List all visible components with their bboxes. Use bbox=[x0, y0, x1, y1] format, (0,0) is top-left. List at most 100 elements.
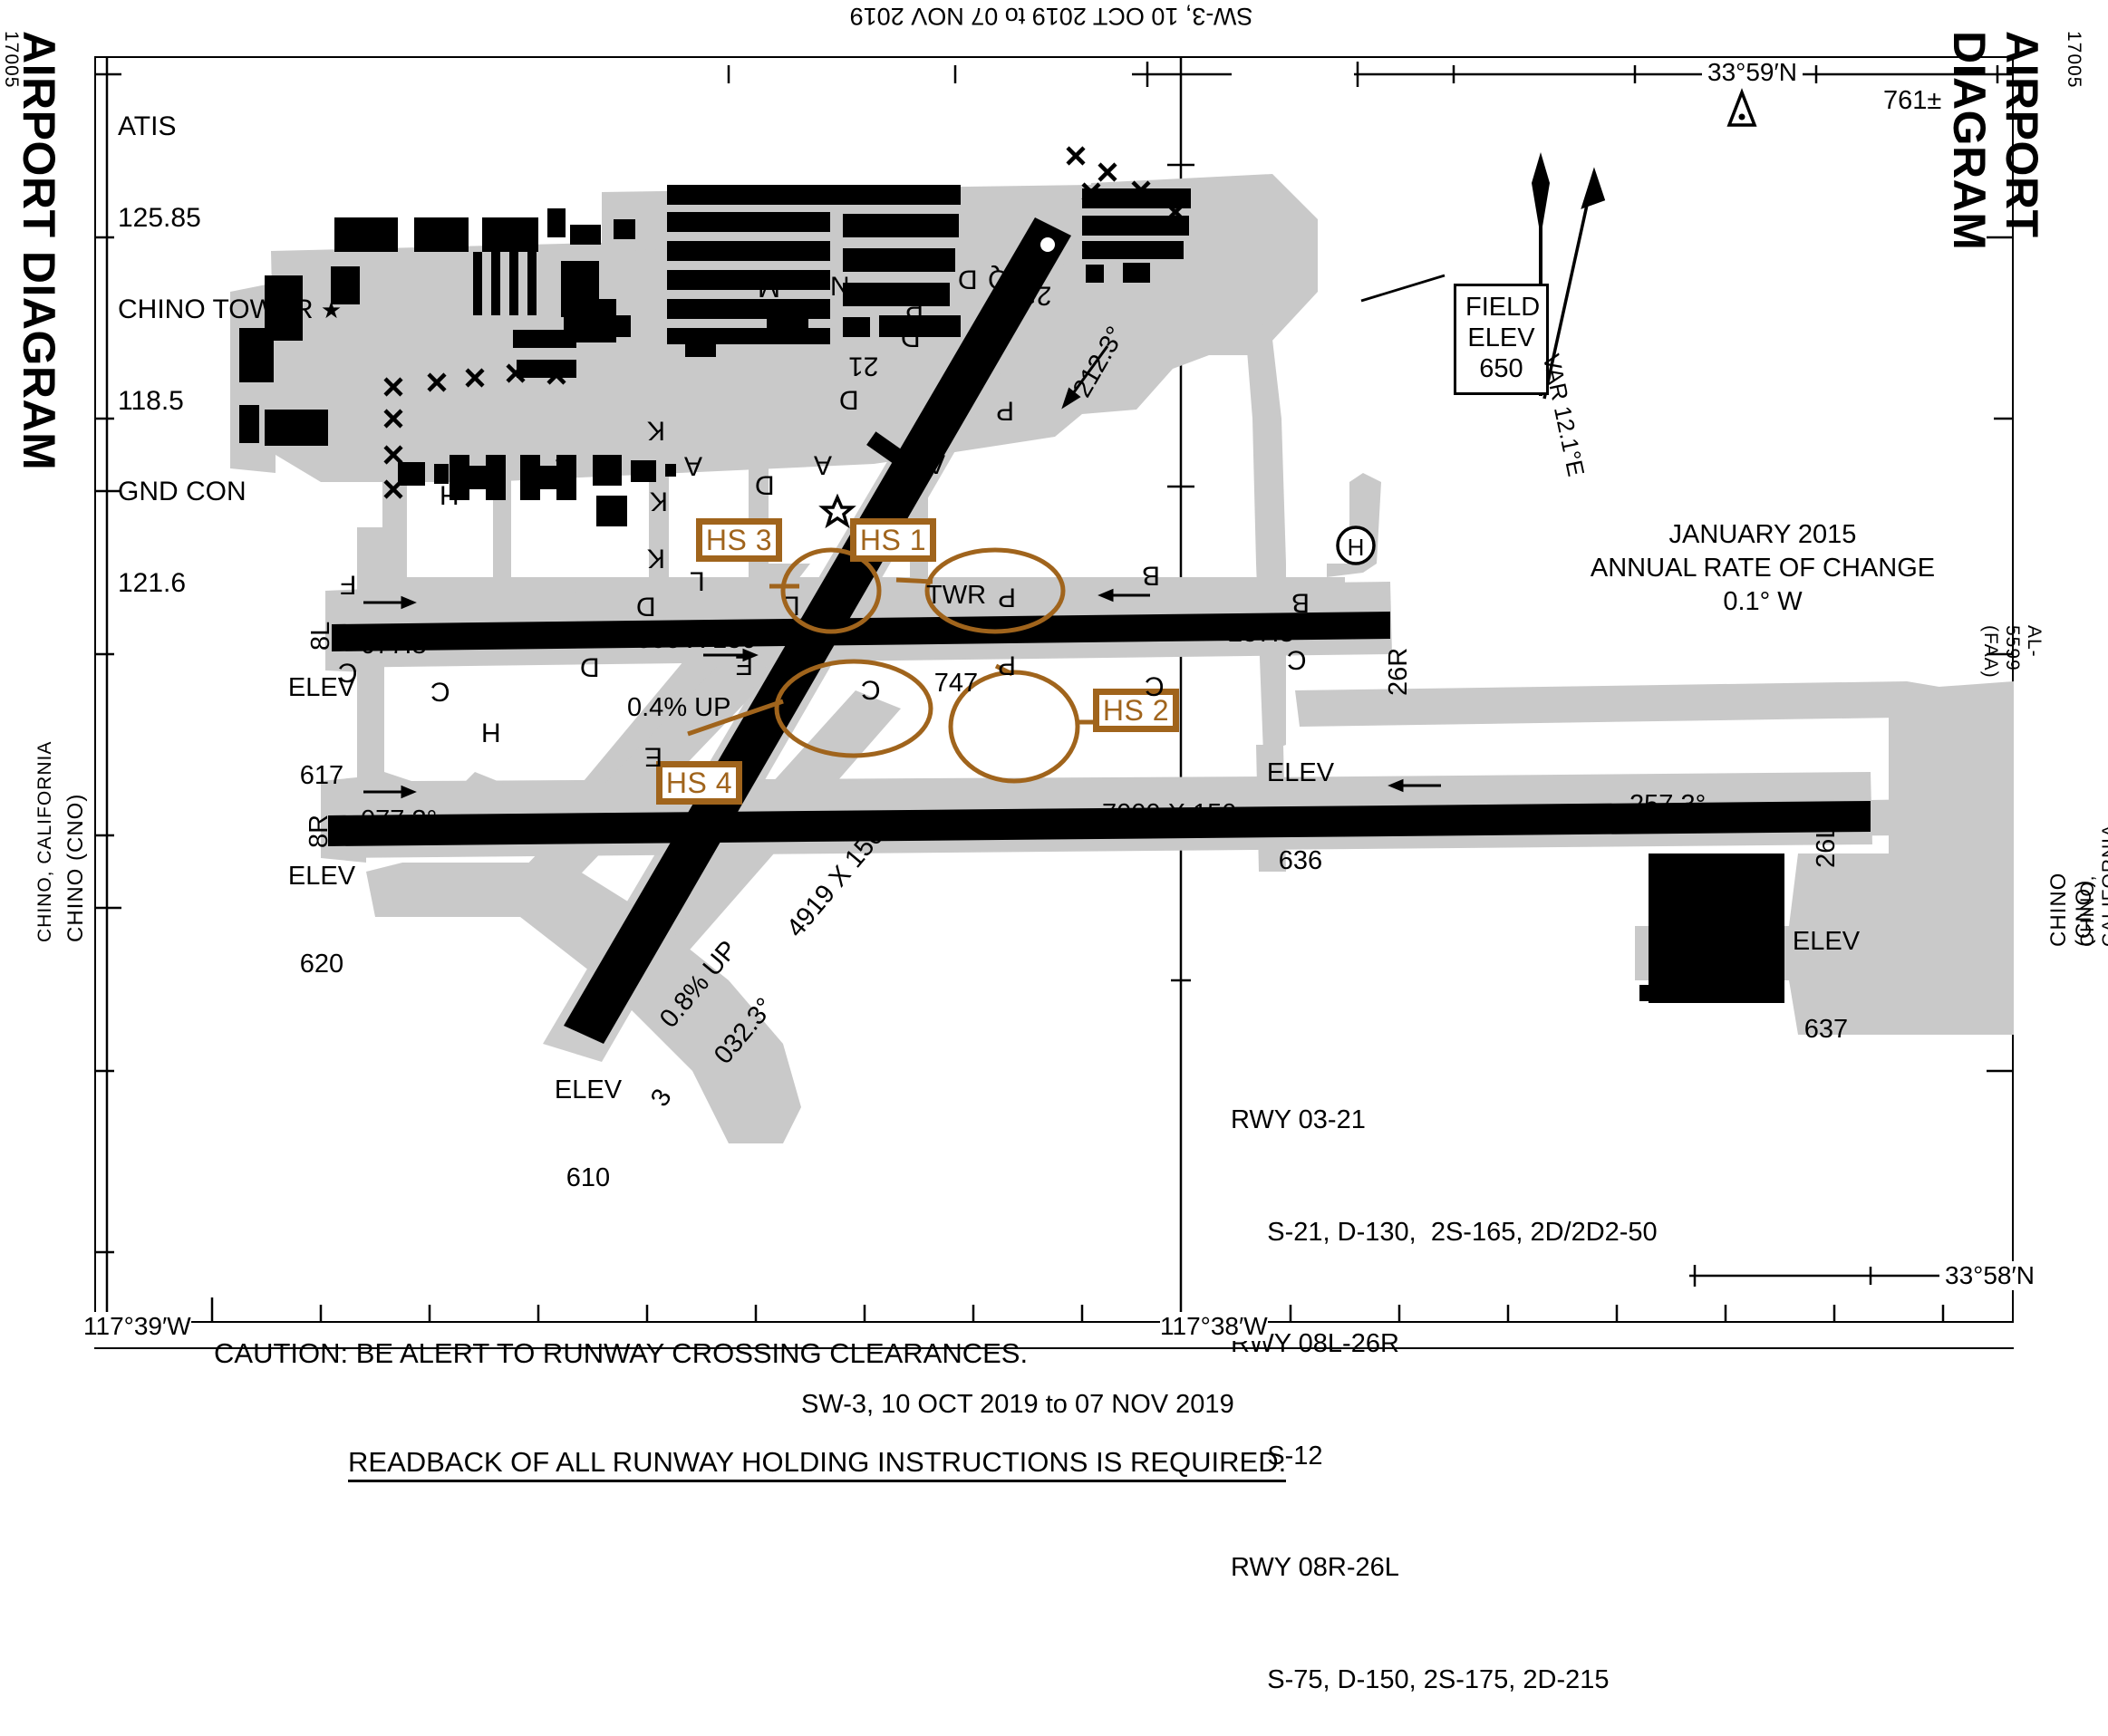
field-elev-value: 650 bbox=[1479, 354, 1523, 384]
taxiway-label-a: A bbox=[556, 453, 575, 484]
taxiway-label-k: K bbox=[650, 486, 669, 516]
graticule bbox=[94, 56, 2014, 1323]
page-title-left: AIRPORT DIAGRAM bbox=[14, 31, 64, 471]
hotspot-1-leader bbox=[895, 577, 933, 584]
taxiway-label-b: B bbox=[1291, 587, 1310, 618]
taxiway-label-l: L bbox=[690, 565, 705, 596]
gnd-con-frequency: 121.6 bbox=[118, 568, 187, 599]
elev-08L: ELEV 617 bbox=[272, 614, 372, 820]
city-state-right: CHINO, CALIFORNIA bbox=[2077, 823, 2108, 947]
chart-border-bottom bbox=[94, 1347, 2014, 1349]
taxiway-label-p: P bbox=[998, 582, 1017, 612]
taxiway-label-p: P bbox=[905, 293, 924, 323]
gnd-con-label: GND CON bbox=[118, 477, 247, 507]
runway-08L-26R bbox=[332, 612, 1390, 651]
hotspot-1-label[interactable]: HS 1 bbox=[850, 518, 936, 562]
field-elev-leader bbox=[1360, 274, 1446, 303]
taxiway-label-e: E bbox=[735, 650, 754, 680]
strength-line-4: S-12 bbox=[1231, 1441, 1323, 1471]
mag-rate-label: ANNUAL RATE OF CHANGE bbox=[1590, 554, 1936, 583]
taxiway-label-f: F bbox=[340, 569, 357, 600]
taxiway-label-c: C bbox=[1145, 670, 1165, 701]
runway-21-threshold-marker bbox=[1040, 237, 1055, 252]
taxiway-label-c: C bbox=[338, 657, 358, 688]
taxiway-label-h: H bbox=[481, 717, 501, 747]
taxiway-label-m: M bbox=[758, 272, 780, 303]
taxiway-label-p: P bbox=[996, 395, 1015, 426]
taxiway-label-a: A bbox=[927, 448, 946, 479]
bearing-26L: 257.3° bbox=[1629, 790, 1707, 819]
dimensions-08R-26L: 7000 X 150 bbox=[1102, 799, 1237, 828]
atis-label: ATIS bbox=[118, 111, 177, 142]
taxiway-label-a: A bbox=[404, 458, 423, 488]
atis-frequency: 125.85 bbox=[118, 202, 201, 233]
hotspot-3-label[interactable]: HS 3 bbox=[696, 518, 782, 562]
taxiway-label-d: D bbox=[580, 651, 600, 682]
field-elev-line2: ELEV bbox=[1467, 323, 1535, 353]
bearing-26R: 257.3° bbox=[1228, 619, 1305, 648]
longitude-left-label: 117°39′W bbox=[83, 1312, 191, 1341]
taxiway-label-c: C bbox=[430, 676, 450, 707]
twr-elevation: 747 bbox=[933, 669, 979, 699]
strength-line-5: RWY 08R-26L bbox=[1231, 1553, 1399, 1583]
bearing-08R: 077.3° bbox=[361, 805, 438, 834]
control-tower-label: TWR 747 bbox=[906, 522, 1006, 728]
latitude-top-label: 33°59′N bbox=[1702, 58, 1803, 87]
dimensions-08L-26R: 4858 X 150 bbox=[622, 625, 757, 654]
hotspot-2-circle bbox=[948, 670, 1080, 784]
hotspot-4-label[interactable]: HS 4 bbox=[656, 761, 742, 805]
mag-epoch: JANUARY 2015 bbox=[1668, 520, 1857, 549]
strength-line-1: RWY 03-21 bbox=[1231, 1105, 1366, 1135]
buildings bbox=[239, 185, 1784, 1003]
caution-line-1: CAUTION: BE ALERT TO RUNWAY CROSSING CLE… bbox=[214, 1336, 1029, 1369]
taxiway-label-h: H bbox=[440, 479, 459, 510]
field-elevation-box: FIELD ELEV 650 bbox=[1454, 284, 1549, 395]
taxiway-label-k: K bbox=[647, 543, 666, 574]
taxiway-label-a: A bbox=[684, 450, 703, 481]
city-state-left: CHINO, CALIFORNIA bbox=[34, 740, 55, 942]
elev-08R-word: ELEV bbox=[287, 861, 356, 891]
hotspot-4-leader bbox=[687, 699, 784, 737]
elev-03-value: 610 bbox=[566, 1163, 611, 1193]
strength-line-2: S-21, D-130, 2S-165, 2D/2D2-50 bbox=[1231, 1217, 1658, 1247]
elev-08R: ELEV 620 bbox=[272, 803, 372, 1008]
taxiway-label-d: D bbox=[755, 469, 775, 500]
taxiway-label-d: D bbox=[901, 322, 921, 352]
taxiway-label-d: D bbox=[636, 591, 656, 622]
tower-label: CHINO TOWER bbox=[118, 294, 314, 324]
latitude-bottom-label: 33°58′N bbox=[1939, 1261, 2040, 1290]
elev-08L-word: ELEV bbox=[287, 672, 356, 702]
control-tower-symbol bbox=[818, 493, 856, 529]
bearing-08L: 077.3° bbox=[361, 631, 438, 660]
elev-08R-value: 620 bbox=[299, 950, 344, 979]
taxiway-label-a: A bbox=[814, 449, 833, 480]
communications-block: ATIS 125.85 CHINO TOWER ★ 118.5 GND CON … bbox=[118, 51, 342, 629]
taxiway-label-d: D bbox=[839, 384, 859, 415]
longitude-right-label: 117°38′W bbox=[1160, 1312, 1268, 1341]
caution-line-2: READBACK OF ALL RUNWAY HOLDING INSTRUCTI… bbox=[348, 1446, 1287, 1483]
taxiway-label-d: D bbox=[958, 264, 978, 294]
obstruction-elevation: 761± bbox=[1883, 86, 1942, 115]
taxiway-label-q: Q bbox=[988, 264, 1010, 294]
twr-text: TWR bbox=[925, 580, 987, 610]
mag-rate-value: 0.1° W bbox=[1723, 587, 1803, 617]
star-icon: ★ bbox=[320, 295, 343, 323]
magnetic-declination-block: JANUARY 2015 ANNUAL RATE OF CHANGE 0.1° … bbox=[1554, 518, 1971, 619]
hotspot-2-label[interactable]: HS 2 bbox=[1093, 689, 1179, 732]
elev-26L-word: ELEV bbox=[1792, 926, 1861, 956]
taxiway-label-b: B bbox=[1142, 560, 1161, 591]
elev-03: ELEV 610 bbox=[538, 1017, 638, 1222]
taxiway-label-21: 21 bbox=[1021, 280, 1052, 311]
field-elev-line1: FIELD bbox=[1465, 293, 1541, 322]
taxiway-label-l: L bbox=[785, 590, 800, 621]
taxiway-label-e: E bbox=[644, 741, 663, 772]
bearing-arrows bbox=[363, 345, 1441, 799]
hotspot-4-circle bbox=[774, 659, 933, 758]
taxiway-label-p: P bbox=[998, 650, 1017, 680]
footer-cycle-text: SW-3, 10 OCT 2019 to 07 NOV 2019 bbox=[801, 1390, 1234, 1419]
obstruction-symbol bbox=[1726, 88, 1757, 127]
taxiway-label-c: C bbox=[1287, 644, 1307, 675]
elev-08L-value: 617 bbox=[299, 761, 344, 791]
chart-number-right: 17005 bbox=[2064, 31, 2084, 89]
